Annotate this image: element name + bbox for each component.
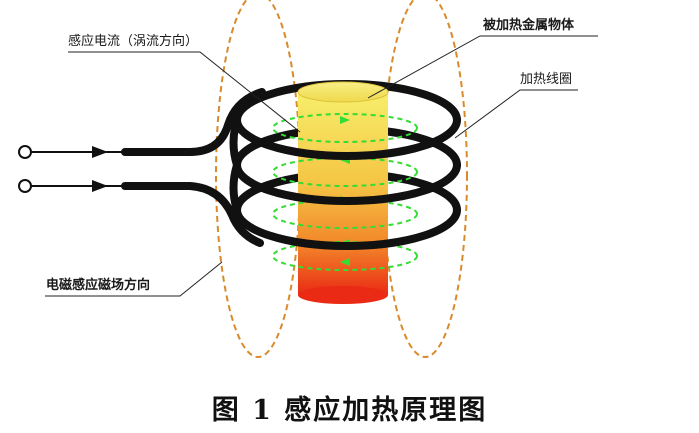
- heating-coil-label: 加热线圈: [520, 72, 573, 87]
- figure-caption: 图 1 感应加热原理图: [211, 395, 488, 426]
- input-terminals: [18, 145, 125, 193]
- input-arrow-icon: [92, 180, 108, 192]
- magnetic-field-label: 电磁感应磁场方向: [46, 278, 151, 293]
- field-line-right: [382, 0, 468, 358]
- terminal-circle-icon: [18, 179, 32, 193]
- heating-coil: [121, 88, 461, 250]
- label-leaders: [45, 35, 598, 297]
- heated-metal-label: 被加热金属物体: [483, 18, 575, 33]
- terminal-circle-icon: [18, 145, 32, 159]
- input-arrow-icon: [92, 146, 108, 158]
- eddy-current-label: 感应电流（涡流方向）: [68, 34, 199, 49]
